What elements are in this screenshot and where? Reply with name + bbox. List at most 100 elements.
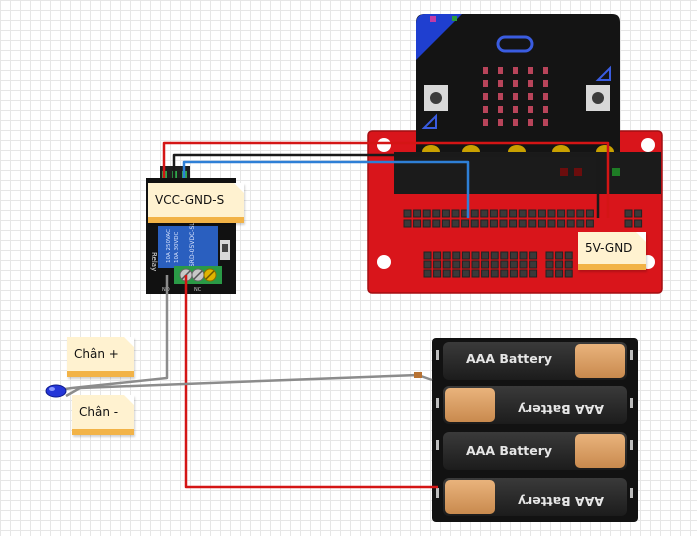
matrix-led	[528, 119, 533, 126]
matrix-led	[513, 106, 518, 113]
relay-model: SRD-05VDC-SL-C	[189, 216, 196, 267]
header-pin	[422, 219, 431, 228]
header-pin	[452, 260, 461, 269]
matrix-led	[483, 80, 488, 87]
wires	[57, 141, 610, 489]
mount-hole-icon	[377, 138, 391, 152]
matrix-led	[528, 80, 533, 87]
relay-rating-2: 10A 30VDC	[174, 231, 180, 263]
header-pin	[481, 251, 490, 260]
header-pin	[557, 219, 566, 228]
matrix-led	[483, 106, 488, 113]
header-pin	[529, 251, 538, 260]
wire-led-minus	[65, 373, 433, 398]
header-pin	[471, 251, 480, 260]
header-pin	[555, 269, 564, 278]
header-pin	[509, 260, 518, 269]
header-pin	[403, 209, 412, 218]
matrix-led	[543, 80, 548, 87]
header-pin	[509, 209, 518, 218]
header-pin	[634, 209, 643, 218]
header-pin	[461, 219, 470, 228]
matrix-led	[483, 119, 488, 126]
matrix-led	[498, 67, 503, 74]
header-pin	[470, 219, 479, 228]
header-pin	[509, 269, 518, 278]
header-pin	[537, 209, 546, 218]
header-pin	[519, 251, 528, 260]
header-pin	[490, 260, 499, 269]
header-pin	[529, 260, 538, 269]
battery-cell: AAA Battery	[443, 342, 627, 380]
mount-hole-icon	[641, 138, 655, 152]
battery-cell: AAA Battery	[443, 432, 627, 470]
header-pin	[442, 260, 451, 269]
matrix-led	[513, 67, 518, 74]
header-pin	[499, 209, 508, 218]
microbit	[416, 14, 620, 152]
header-pin	[529, 269, 538, 278]
header-pin	[441, 209, 450, 218]
header-pin	[452, 269, 461, 278]
matrix-led	[498, 80, 503, 87]
header-pin	[585, 209, 594, 218]
header-pin	[422, 209, 431, 218]
relay-side-label: Relay	[150, 252, 158, 271]
header-pin	[481, 269, 490, 278]
battery-label: AAA Battery	[466, 443, 552, 458]
header-pin	[433, 260, 442, 269]
header-pin	[576, 209, 585, 218]
wire-gnd	[172, 153, 600, 218]
header-pin	[471, 260, 480, 269]
note-power-pins: 5V-GND	[578, 232, 646, 270]
led-matrix	[483, 67, 548, 126]
header-pin	[634, 219, 643, 228]
matrix-led	[528, 106, 533, 113]
header-pin	[423, 269, 432, 278]
relay-rating-1: 10A 250VAC	[166, 229, 172, 263]
header-pin	[518, 209, 527, 218]
header-pin	[518, 219, 527, 228]
header-pin	[490, 269, 499, 278]
matrix-led	[498, 106, 503, 113]
header-pin	[433, 269, 442, 278]
note-led-minus: Chân -	[72, 395, 134, 435]
matrix-led	[483, 67, 488, 74]
header-pin	[480, 219, 489, 228]
matrix-led	[498, 93, 503, 100]
header-pin	[547, 209, 556, 218]
battery-cell: AAA Battery	[443, 386, 627, 424]
header-pin	[547, 219, 556, 228]
header-pin	[499, 219, 508, 228]
header-pin	[490, 251, 499, 260]
terminal-label-nc: NC	[194, 287, 202, 293]
matrix-led	[513, 93, 518, 100]
header-pin	[442, 251, 451, 260]
header-pin	[413, 209, 422, 218]
matrix-led	[543, 93, 548, 100]
wire-signal	[182, 160, 470, 218]
header-pin	[452, 251, 461, 260]
header-pin	[500, 260, 509, 269]
pin-headers	[403, 209, 643, 278]
matrix-led	[528, 93, 533, 100]
header-pin	[509, 219, 518, 228]
header-pin	[461, 269, 470, 278]
header-pin	[564, 269, 573, 278]
header-pin	[403, 219, 412, 228]
battery-label: AAA Battery	[518, 494, 604, 509]
header-pin	[566, 209, 575, 218]
battery-label: AAA Battery	[518, 402, 604, 417]
header-pin	[470, 209, 479, 218]
header-pin	[585, 219, 594, 228]
battery-cell: AAA Battery	[443, 478, 627, 516]
wire-vcc	[162, 141, 610, 218]
header-pin	[528, 209, 537, 218]
header-pin	[442, 269, 451, 278]
header-pin	[441, 219, 450, 228]
header-pin	[557, 209, 566, 218]
matrix-led	[543, 106, 548, 113]
header-pin	[564, 260, 573, 269]
header-pin	[555, 251, 564, 260]
